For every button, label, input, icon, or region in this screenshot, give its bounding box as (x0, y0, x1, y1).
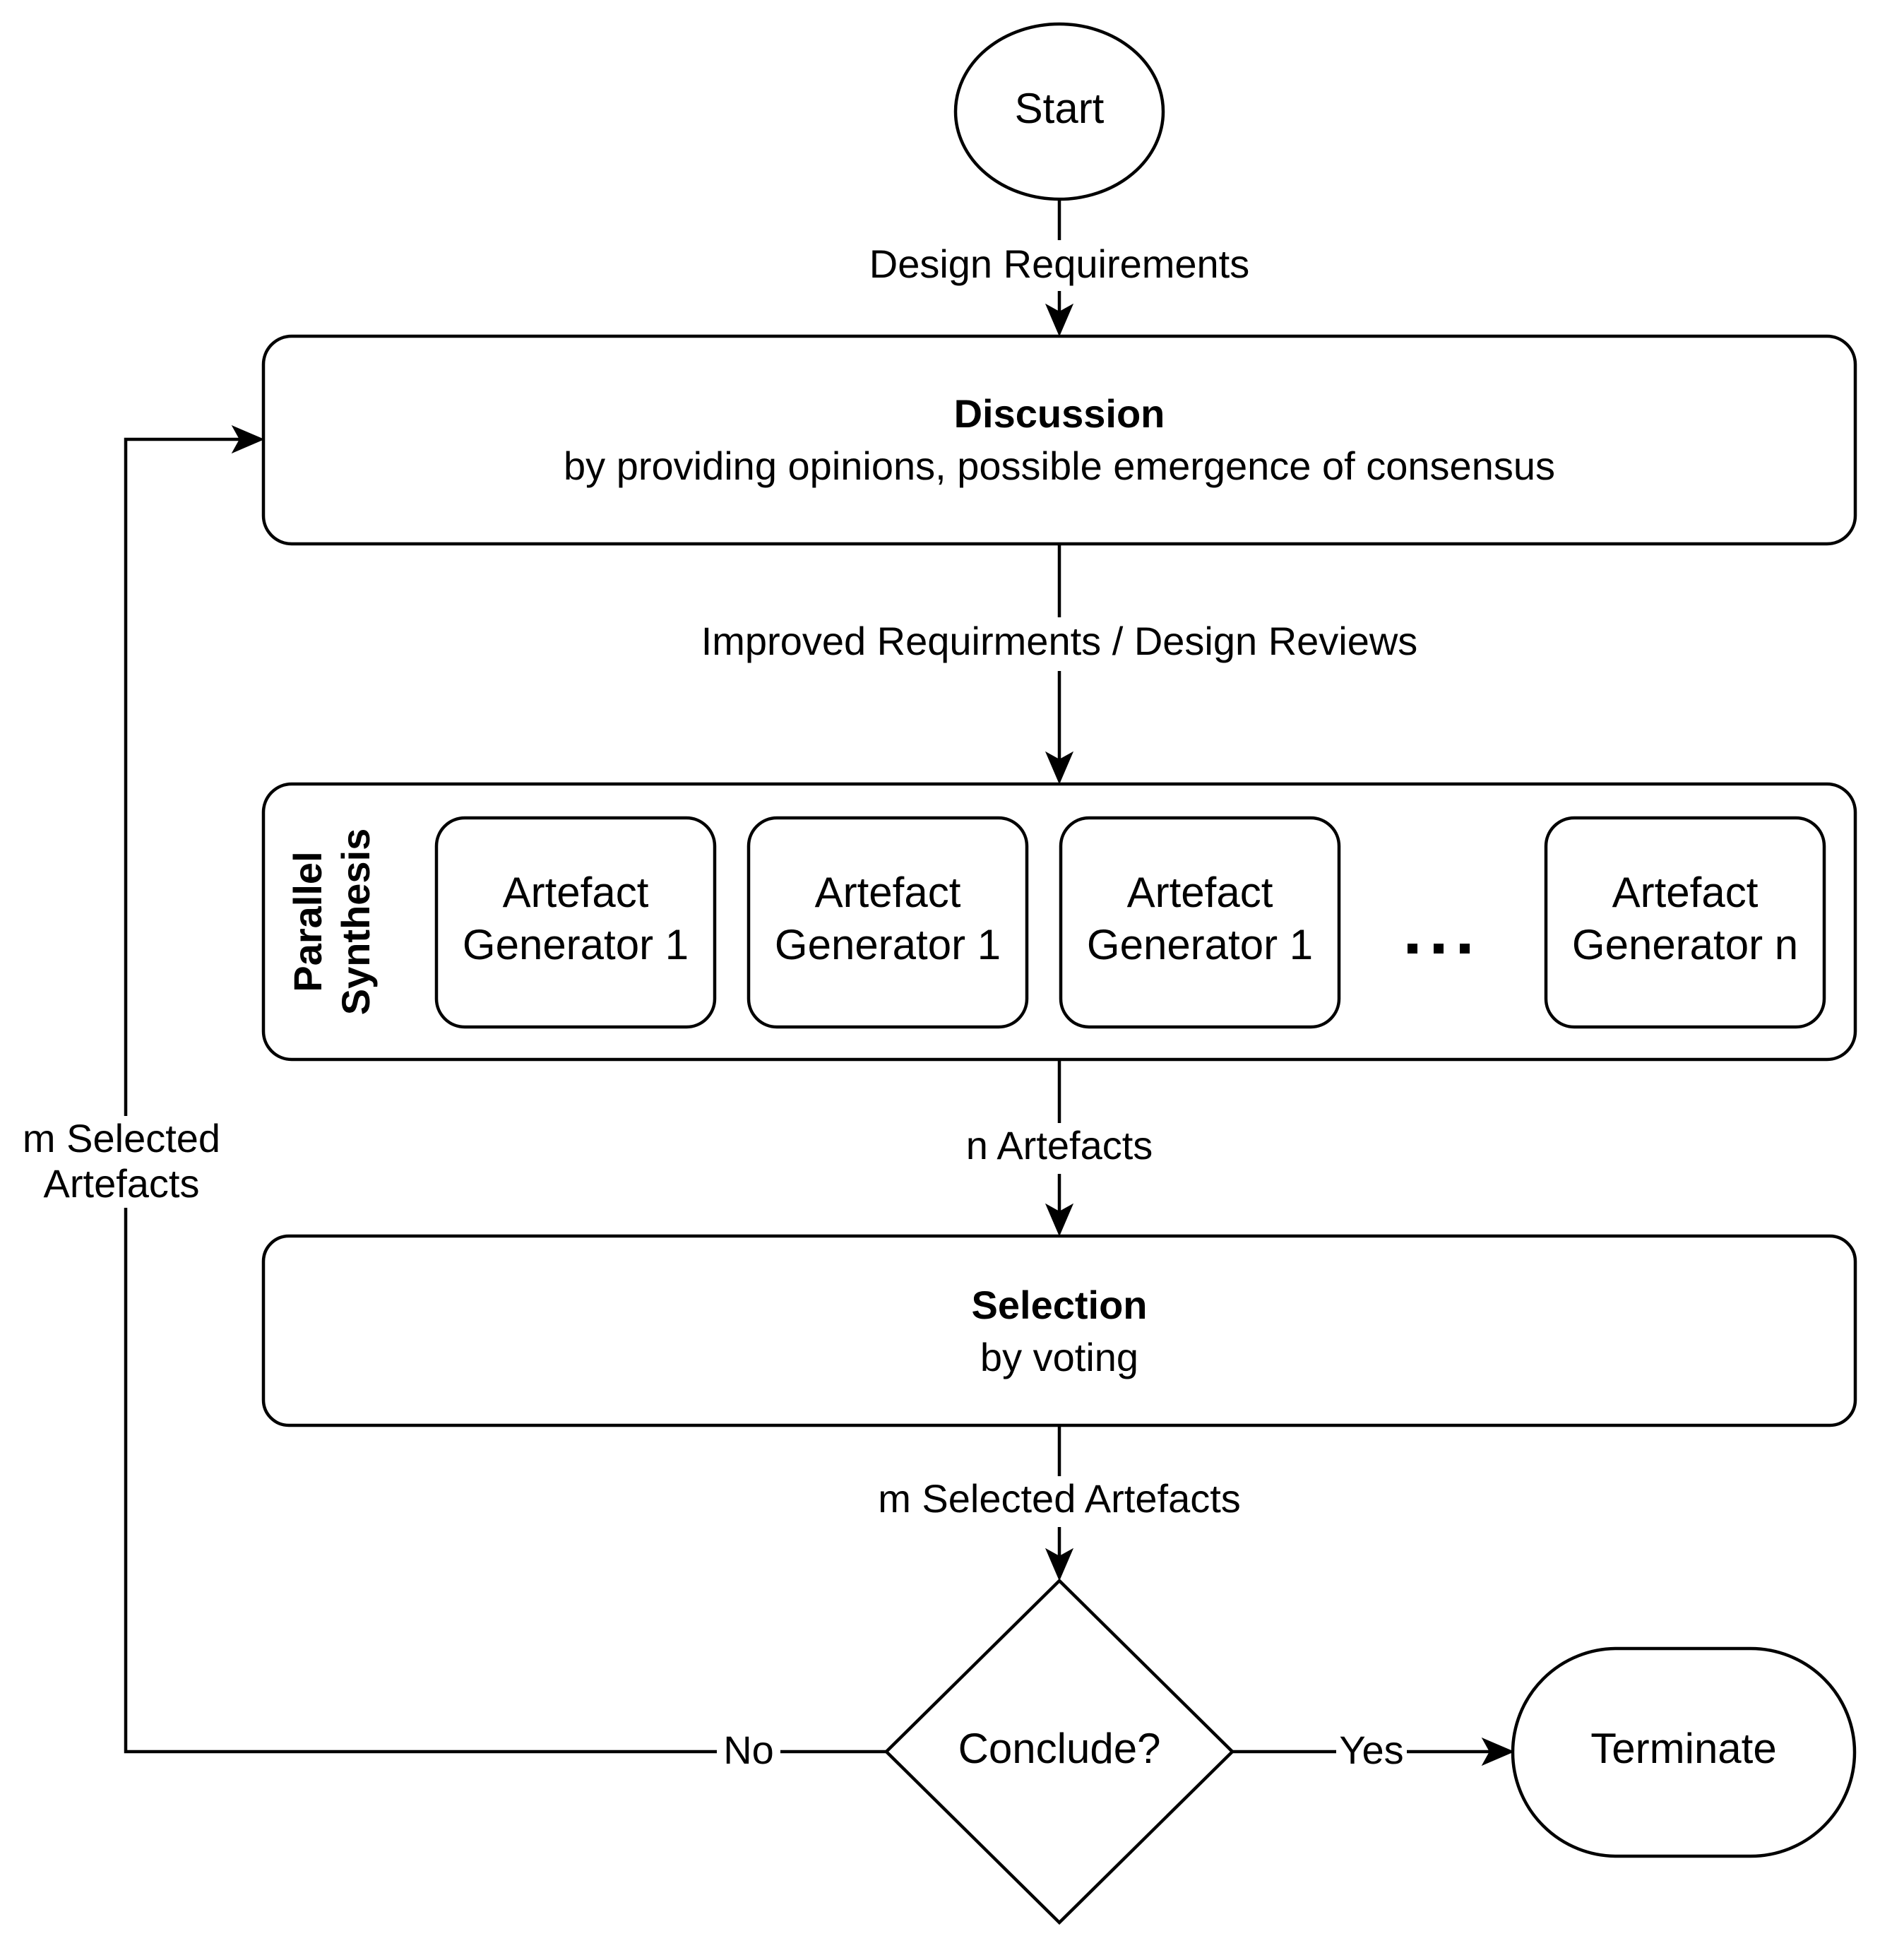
edge-label-loop-line1: m Selected (23, 1116, 220, 1160)
generator-label-line1: Artefact (503, 869, 649, 916)
artefact-generator-1: Artefact Generator 1 (434, 816, 717, 1029)
edge-label-m-selected-artefacts: m Selected Artefacts (878, 1476, 1241, 1521)
arrowhead-selection (1045, 1203, 1074, 1237)
arrowhead-decision (1045, 1548, 1074, 1581)
decision-label: Conclude? (958, 1725, 1161, 1772)
selection-subtitle: by voting (980, 1335, 1138, 1379)
terminate-node: Terminate (1511, 1646, 1857, 1858)
generator-label-line1: Artefact (1127, 869, 1273, 916)
terminate-label: Terminate (1590, 1725, 1776, 1772)
edge-label-no: No (723, 1728, 774, 1772)
arrowhead-terminate (1481, 1737, 1515, 1766)
selection-title: Selection (972, 1283, 1148, 1327)
edge-decision-no-loop (124, 437, 886, 1754)
artefact-generator-3: Artefact Generator 1 (1059, 816, 1341, 1029)
edge-label-loop-line2: Artefacts (44, 1161, 200, 1206)
generator-label-line1: Artefact (1612, 869, 1759, 916)
generator-label-line2: Generator 1 (1087, 921, 1313, 968)
selection-node: Selection by voting (261, 1234, 1857, 1427)
generator-label-line2: Generator n (1572, 921, 1798, 968)
discussion-title: Discussion (954, 391, 1165, 436)
arrowhead-discussion (1045, 303, 1074, 337)
artefact-generator-n: Artefact Generator n (1544, 816, 1826, 1029)
artefact-generator-2: Artefact Generator 1 (746, 816, 1029, 1029)
discussion-subtitle: by providing opinions, possible emergenc… (564, 444, 1555, 488)
generator-label-line2: Generator 1 (775, 921, 1001, 968)
edge-label-improved-requirements: Improved Requirments / Design Reviews (701, 619, 1418, 663)
start-node: Start (953, 22, 1165, 201)
edge-label-yes: Yes (1339, 1728, 1403, 1772)
decision-node: Conclude? (883, 1578, 1235, 1925)
edge-label-design-requirements: Design Requirements (869, 242, 1249, 286)
edge-label-n-artefacts: n Artefacts (966, 1123, 1153, 1168)
start-label: Start (1015, 85, 1105, 132)
arrowhead-loop-discussion (231, 424, 265, 454)
ellipsis-separator (1408, 944, 1470, 954)
synthesis-title-line1: Parallel (285, 851, 330, 992)
generator-label-line2: Generator 1 (463, 921, 689, 968)
discussion-node: Discussion by providing opinions, possib… (261, 334, 1857, 546)
arrowhead-synthesis (1045, 751, 1074, 785)
synthesis-title-line2: Synthesis (333, 828, 378, 1016)
generator-label-line1: Artefact (815, 869, 961, 916)
